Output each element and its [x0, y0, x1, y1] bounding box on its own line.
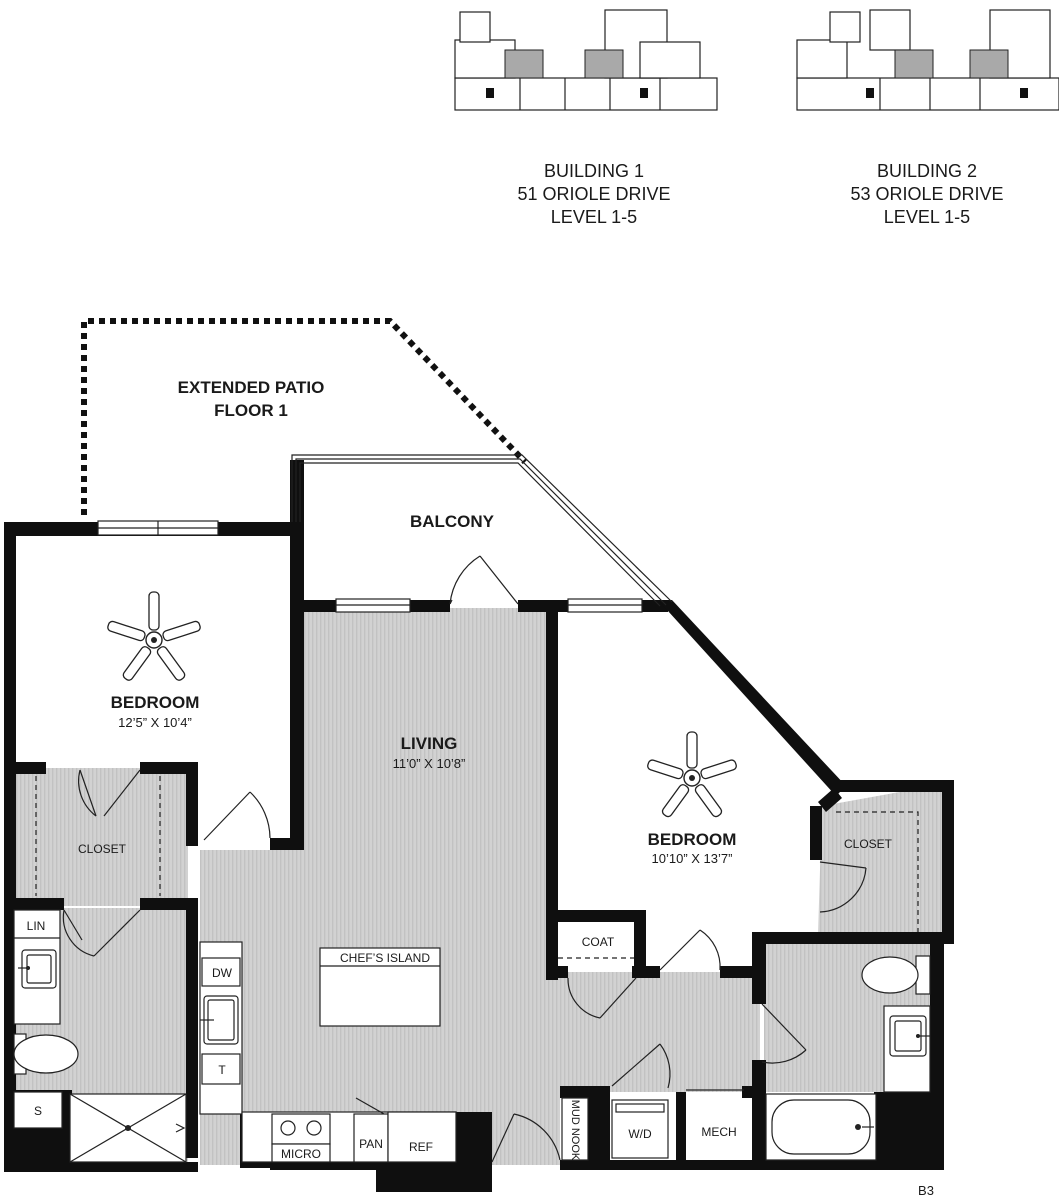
- chefs-island-label: CHEF’S ISLAND: [340, 951, 430, 965]
- ceiling-fan-icon: [107, 591, 201, 681]
- living-dims: 11’0” X 10’8”: [393, 756, 466, 771]
- windows: [97, 520, 643, 613]
- linen-label: LIN: [27, 919, 46, 933]
- extended-patio-outline: [81, 318, 528, 515]
- chefs-island: [319, 947, 441, 1027]
- building-1-levels: LEVEL 1-5: [551, 207, 637, 227]
- balcony-door[interactable]: [449, 555, 519, 605]
- bedroom-right-name: BEDROOM: [648, 830, 737, 849]
- storage-s-label: S: [34, 1104, 42, 1118]
- unit-code: B3: [918, 1183, 934, 1198]
- pantry-label: PAN: [359, 1137, 383, 1151]
- living-name: LIVING: [401, 734, 458, 753]
- mud-nook-label-line: MUD NOOK: [569, 1100, 581, 1161]
- entry-door[interactable]: [491, 1113, 561, 1163]
- laundry: [611, 1043, 671, 1159]
- coat-label: COAT: [582, 935, 615, 949]
- refrigerator: [387, 1111, 457, 1163]
- mech-label: MECH: [701, 1125, 736, 1139]
- bedroom-left-name: BEDROOM: [111, 693, 200, 712]
- washer-dryer-label: W/D: [628, 1127, 652, 1141]
- building-1-address: 51 ORIOLE DRIVE: [517, 184, 670, 204]
- mud-nook: [561, 1097, 589, 1161]
- building-2-name: BUILDING 2: [877, 161, 977, 181]
- building-2-address: 53 ORIOLE DRIVE: [850, 184, 1003, 204]
- toilet-icon: [13, 1033, 79, 1075]
- building-1-name: BUILDING 1: [544, 161, 644, 181]
- balcony-label: BALCONY: [410, 512, 495, 531]
- closet-right-door[interactable]: [819, 861, 867, 913]
- floor-fills: [14, 608, 944, 1165]
- key-plan-building-2: [796, 9, 1059, 111]
- patio-label-line1: EXTENDED PATIO: [178, 378, 325, 397]
- bedroom-left-dims: 12’5” X 10’4”: [118, 715, 192, 730]
- balcony-rail: [291, 454, 673, 607]
- closet-left-label: CLOSET: [78, 842, 127, 856]
- bathtub-icon: [765, 1093, 877, 1161]
- range-icon: [271, 1113, 331, 1145]
- trash-label: T: [218, 1063, 226, 1077]
- bedroom-right-door[interactable]: [659, 929, 721, 971]
- closet-left-door[interactable]: [78, 769, 141, 817]
- pantry: [353, 1113, 389, 1163]
- shower-icon: [69, 1093, 187, 1163]
- storage-s: [13, 1091, 63, 1129]
- key-plan-building-1: [454, 9, 718, 111]
- dishwasher-label: DW: [212, 966, 233, 980]
- coat-door[interactable]: [567, 977, 637, 1019]
- building-2-levels: LEVEL 1-5: [884, 207, 970, 227]
- closet-right-label: CLOSET: [844, 837, 893, 851]
- sink-icon: [18, 949, 57, 989]
- bedroom-left-door[interactable]: [203, 791, 271, 841]
- bath-right-door[interactable]: [761, 1003, 807, 1064]
- refrigerator-label: REF: [409, 1140, 433, 1154]
- toilet-icon-right: [861, 955, 931, 995]
- ceiling-fan-icon-right: [647, 731, 737, 818]
- kitchen-sink-icon: [200, 995, 239, 1045]
- micro-label: MICRO: [281, 1147, 321, 1161]
- bedroom-right-dims: 10’10” X 13’7”: [652, 851, 733, 866]
- patio-label-line2: FLOOR 1: [214, 401, 288, 420]
- bath-left-door[interactable]: [62, 909, 141, 957]
- sink-icon-right: [889, 1015, 930, 1057]
